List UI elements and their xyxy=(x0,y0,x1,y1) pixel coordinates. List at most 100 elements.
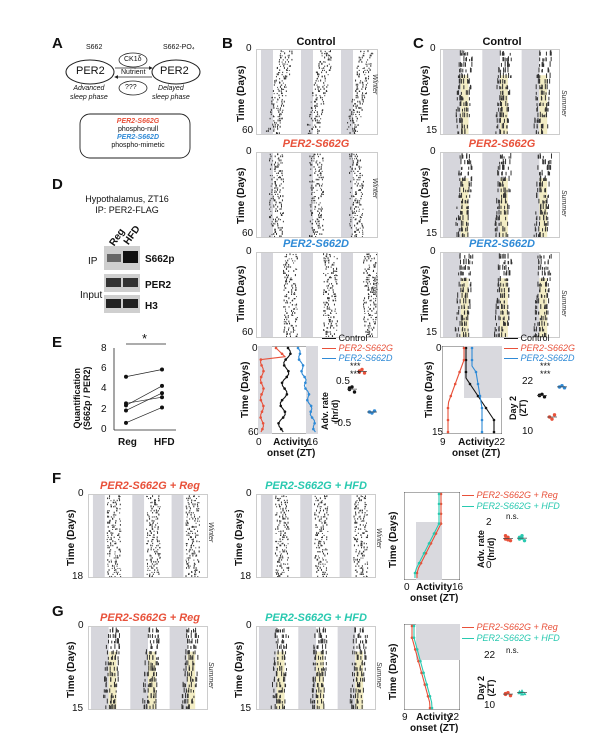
c1-ytop: 0 xyxy=(430,43,436,54)
b3-ybot: 60 xyxy=(242,327,254,338)
b-control-line-point xyxy=(289,352,292,356)
a-per2-right-sup: S662-PO₄ xyxy=(163,44,195,51)
e-pair-line xyxy=(125,396,163,404)
b-s662d-line-point xyxy=(312,427,315,431)
e-sig: * xyxy=(142,331,148,346)
e-ytick-8: 8 xyxy=(101,343,107,354)
d-input-label: Input xyxy=(80,290,103,301)
b-s662g-line-point xyxy=(259,358,263,361)
b-s662d-line-point xyxy=(296,346,300,350)
c-control-line-point xyxy=(464,370,468,374)
c-control-line-point xyxy=(464,346,468,350)
b1-ylabel: Time (Days) xyxy=(236,65,247,122)
f1-ybot: 18 xyxy=(72,571,84,582)
g-reg-line-point xyxy=(417,659,420,663)
b-control-line xyxy=(277,347,291,433)
g-hfd-line-point xyxy=(422,671,425,675)
c-s662g-line-point xyxy=(458,370,461,374)
f-actogram-reg xyxy=(88,494,208,578)
e-pair-line xyxy=(125,407,163,424)
g2-ybot: 15 xyxy=(240,703,252,714)
b-control-line-point xyxy=(285,375,289,379)
c-onset-x22: 22 xyxy=(494,437,506,448)
c-onset-chart xyxy=(442,346,502,434)
b-title-s662d: PER2-S662D xyxy=(282,238,350,250)
b-control-line-point xyxy=(279,427,283,431)
c-s662d-line-point xyxy=(480,418,484,422)
c3-ylabel: Time (Days) xyxy=(420,265,431,322)
f-legend: PER2-S662G + Reg PER2-S662G + HFD xyxy=(462,490,560,512)
actogram-raster xyxy=(90,627,199,709)
b-control-line-point xyxy=(284,358,287,361)
actogram-raster xyxy=(442,50,552,134)
c-title-s662d: PER2-S662D xyxy=(468,238,536,250)
actogram-raster xyxy=(258,627,368,709)
b-actogram-s662g xyxy=(256,152,378,238)
actogram-raster xyxy=(260,495,369,577)
c-s662d-line-point xyxy=(476,382,480,386)
data-point xyxy=(542,395,547,399)
e-point-hfd xyxy=(160,395,164,400)
panel-letter-c: C xyxy=(413,35,424,52)
g2-ylabel: Time (Days) xyxy=(234,641,245,698)
b-s662g-line-point xyxy=(274,346,278,350)
b-actogram-control xyxy=(256,49,378,135)
f1-season: Winter xyxy=(207,522,214,543)
f-reg-line-point xyxy=(434,532,438,535)
actogram-raster xyxy=(261,153,364,237)
c-actogram-control xyxy=(440,49,560,135)
c-s662g-line-point xyxy=(453,382,457,386)
f-hfd-line-point xyxy=(437,512,441,516)
f-hfd-line-point xyxy=(437,502,441,506)
b-s662d-line-point xyxy=(309,404,313,408)
g-hfd-line-point xyxy=(425,683,429,686)
b-s662g-line-point xyxy=(280,352,284,356)
c3-season: Summer xyxy=(560,290,567,317)
g-onset-x9: 9 xyxy=(402,712,408,723)
panel-letter-d: D xyxy=(52,176,63,193)
f1-ylabel: Time (Days) xyxy=(66,509,77,566)
c-day2-tick-10: 10 xyxy=(522,426,534,437)
f-actogram-hfd xyxy=(256,494,376,578)
d-band-per2: PER2 xyxy=(145,280,172,291)
b-s662g-line-point xyxy=(260,364,263,367)
e-pair-line xyxy=(125,392,163,411)
e-ylabel: Quantification(S662p / PER2) xyxy=(72,366,92,430)
b-s662g-line-point xyxy=(261,422,265,425)
b1-ybot: 60 xyxy=(242,125,254,136)
g-actogram-reg xyxy=(88,626,208,710)
g-title-hfd: PER2-S662G + HFD xyxy=(265,612,367,624)
f-reg-line-point xyxy=(424,551,428,555)
f-onset-ylabel: Time (Days) xyxy=(388,511,399,568)
b-control-line-point xyxy=(280,398,284,402)
f-onset-chart xyxy=(404,492,460,580)
e-ytick-4: 4 xyxy=(101,383,107,394)
e-point-hfd xyxy=(160,405,164,410)
b-title-s662g: PER2-S662G xyxy=(282,138,350,150)
c2-season: Summer xyxy=(560,190,567,217)
c-s662g-line-point xyxy=(462,358,466,362)
b-s662d-line-point xyxy=(300,369,303,373)
e-chart xyxy=(113,343,176,431)
c-s662d-line xyxy=(471,348,483,432)
e-ytick-2: 2 xyxy=(101,404,107,415)
data-point xyxy=(352,390,357,394)
b-s662d-line-point xyxy=(310,416,314,419)
b2-season: Winter xyxy=(371,178,378,199)
c-control-line-point xyxy=(492,418,496,422)
b1-season: Winter xyxy=(371,74,378,95)
f-reg-line-point xyxy=(415,571,419,575)
b-s662d-line-point xyxy=(304,381,307,385)
b3-ylabel: Time (Days) xyxy=(236,265,247,322)
c-onset-ybot: 15 xyxy=(432,427,444,438)
c-day2-chart xyxy=(537,384,567,421)
f-reg-line-point xyxy=(419,561,423,565)
c-s662d-line-point xyxy=(470,358,474,362)
actogram-raster xyxy=(442,253,552,337)
f2-ytop: 0 xyxy=(246,488,252,499)
b-rate-tick-lo: -0.5 xyxy=(334,418,352,429)
b-s662g-line-point xyxy=(259,398,263,402)
g-onset-ylabel: Time (Days) xyxy=(388,643,399,700)
